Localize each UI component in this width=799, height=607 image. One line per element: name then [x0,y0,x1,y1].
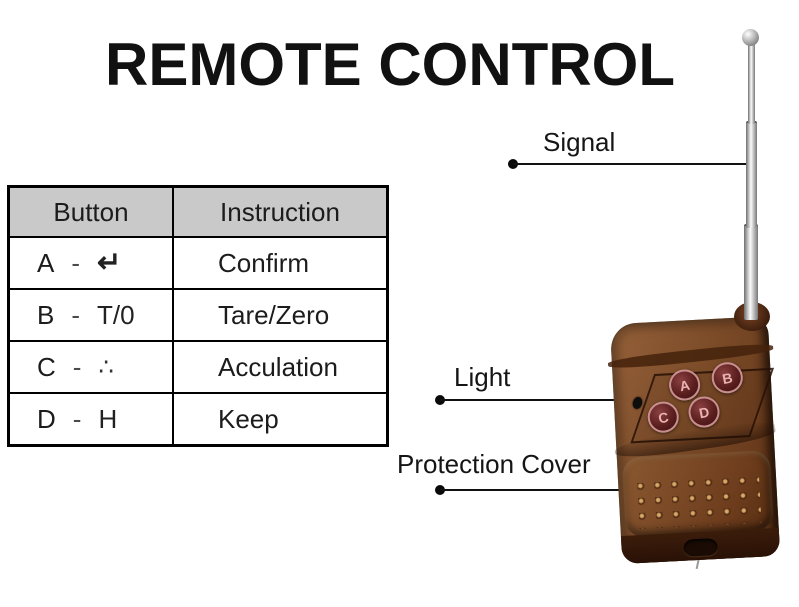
table-row: A - ↵ Confirm [7,236,389,290]
antenna-segment-1 [748,44,755,124]
table-row: B - T/0 Tare/Zero [7,288,389,342]
antenna-ball-tip [742,29,759,46]
instruction-cell: Acculation [172,340,389,394]
tare-zero-symbol: T/0 [97,299,135,330]
instruction-cell: Confirm [172,236,389,290]
button-letter: A [37,247,55,278]
antenna-segment-2 [746,121,757,228]
instruction-cell: Tare/Zero [172,288,389,342]
remote-body: A B C D [607,316,781,564]
signal-callout-line [513,163,751,165]
grip-bumps-texture [637,476,762,530]
table-header-row: Button Instruction [7,185,389,238]
dash-separator: - [71,247,81,278]
enter-symbol: ↵ [97,246,122,279]
keyring-slot [683,537,719,557]
button-cell-c: C - ∴ [11,352,171,383]
column-header-instruction: Instruction [172,185,389,238]
dash-separator: - [71,299,81,330]
button-cell-b: B - T/0 [11,300,171,331]
table-row: C - ∴ Acculation [7,340,389,394]
page-title: REMOTE CONTROL [105,31,675,98]
column-header-button: Button [7,185,174,238]
light-label: Light [454,362,511,392]
light-callout-line [440,399,640,401]
dash-separator: - [72,403,82,434]
dash-separator: - [72,351,82,382]
body-groove-band [607,341,774,371]
button-cell-a: A - ↵ [11,248,171,279]
table-row: D - H Keep [7,392,389,447]
protection-cover-label: Protection Cover [397,449,591,479]
signal-label: Signal [543,127,616,157]
button-instruction-table: Button Instruction A - ↵ Confirm B - T/0… [7,185,389,447]
protection-cover-callout-line [440,489,648,491]
hold-symbol: H [98,403,118,434]
therefore-dots-symbol: ∴ [98,353,116,381]
protection-cover [621,450,774,538]
button-letter: C [37,351,56,382]
instruction-cell: Keep [172,392,389,447]
antenna-segment-3 [744,224,758,320]
button-letter: D [37,403,56,434]
button-cell-d: D - H [11,404,171,435]
button-letter: B [37,299,55,330]
